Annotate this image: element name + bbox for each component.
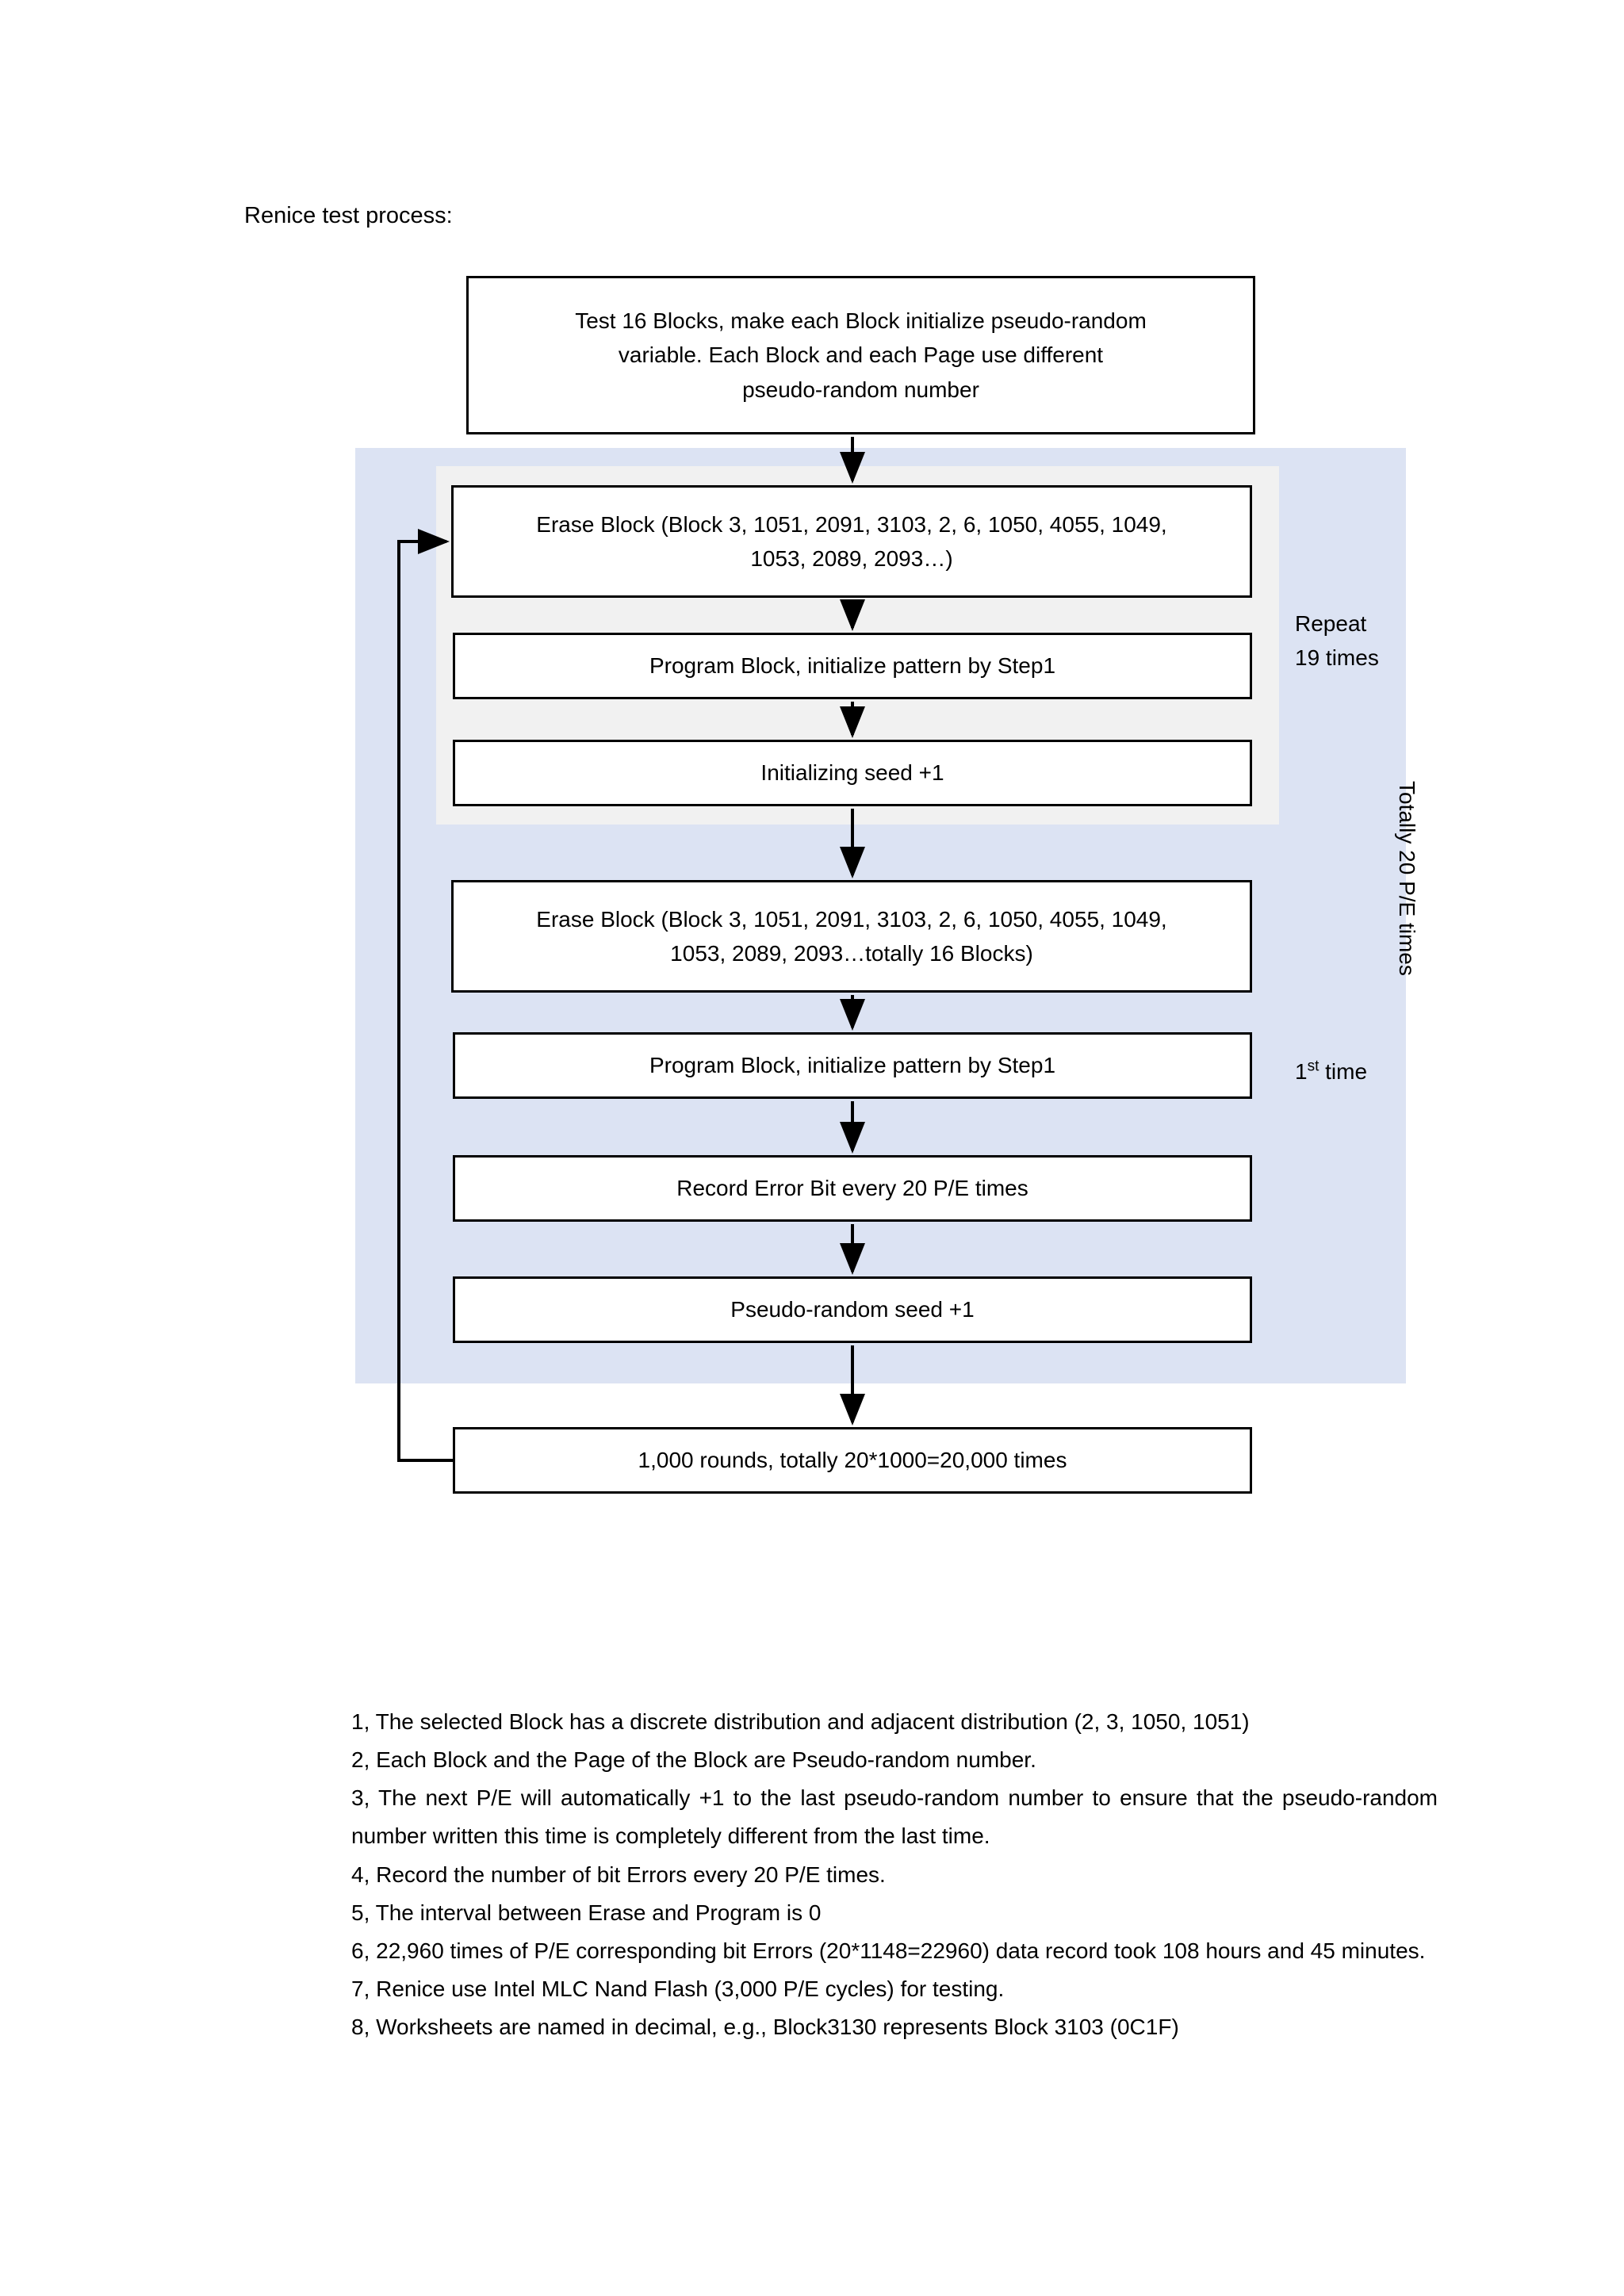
annotation-first-time-ordinal: st — [1307, 1058, 1320, 1075]
note-item: 8, Worksheets are named in decimal, e.g.… — [351, 2015, 1179, 2040]
note-item: 7, Renice use Intel MLC Nand Flash (3,00… — [351, 1976, 1005, 2002]
node-intro-line-1: Test 16 Blocks, make each Block initiali… — [575, 308, 1147, 333]
flow-node-program-block-1: Program Block, initialize pattern by Ste… — [453, 633, 1252, 699]
node-program2-label: Program Block, initialize pattern by Ste… — [649, 1053, 1056, 1078]
note-item: 2, Each Block and the Page of the Block … — [351, 1747, 1036, 1773]
annotation-totally-20-pe-times: Totally 20 P/E times — [1395, 781, 1419, 976]
note-item: 5, The interval between Erase and Progra… — [351, 1900, 822, 1925]
notes-list: 1, The selected Block has a discrete dis… — [351, 1703, 1438, 2046]
node-erase2-line-2: 1053, 2089, 2093…totally 16 Blocks) — [670, 941, 1033, 966]
note-item: 3, The next P/E will automatically +1 to… — [351, 1785, 1438, 1849]
flow-node-initializing-seed: Initializing seed +1 — [453, 740, 1252, 806]
annotation-first-time-word: time — [1325, 1059, 1368, 1084]
annotation-repeat-line-2: 19 times — [1295, 645, 1379, 671]
annotation-repeat-line-1: Repeat — [1295, 611, 1367, 636]
flow-node-erase-block-2: Erase Block (Block 3, 1051, 2091, 3103, … — [451, 880, 1252, 993]
node-program1-label: Program Block, initialize pattern by Ste… — [649, 653, 1056, 679]
note-item: 1, The selected Block has a discrete dis… — [351, 1709, 1250, 1734]
note-item: 6, 22,960 times of P/E corresponding bit… — [351, 1938, 1426, 1963]
flow-node-program-block-2: Program Block, initialize pattern by Ste… — [453, 1032, 1252, 1099]
node-erase2-line-1: Erase Block (Block 3, 1051, 2091, 3103, … — [536, 906, 1167, 932]
node-intro-line-3: pseudo-random number — [742, 377, 979, 402]
flow-node-rounds-total: 1,000 rounds, totally 20*1000=20,000 tim… — [453, 1427, 1252, 1494]
node-erase1-line-1: Erase Block (Block 3, 1051, 2091, 3103, … — [536, 511, 1167, 537]
node-seed2-label: Pseudo-random seed +1 — [730, 1297, 975, 1322]
node-erase1-line-2: 1053, 2089, 2093…) — [750, 546, 953, 571]
flow-node-record-error-bit: Record Error Bit every 20 P/E times — [453, 1155, 1252, 1222]
annotation-repeat-19-times: Repeat 19 times — [1295, 607, 1379, 675]
node-seed1-label: Initializing seed +1 — [760, 760, 944, 786]
flow-node-erase-block-1: Erase Block (Block 3, 1051, 2091, 3103, … — [451, 485, 1252, 598]
note-item: 4, Record the number of bit Errors every… — [351, 1862, 886, 1887]
flow-node-pseudo-random-seed: Pseudo-random seed +1 — [453, 1276, 1252, 1343]
annotation-first-time-number: 1 — [1295, 1059, 1308, 1084]
flow-node-intro: Test 16 Blocks, make each Block initiali… — [466, 276, 1255, 434]
node-intro-line-2: variable. Each Block and each Page use d… — [618, 342, 1104, 368]
node-rounds-label: 1,000 rounds, totally 20*1000=20,000 tim… — [638, 1448, 1067, 1473]
page-title: Renice test process: — [244, 203, 453, 228]
annotation-first-time: 1st time — [1295, 1054, 1367, 1089]
node-record-label: Record Error Bit every 20 P/E times — [676, 1176, 1028, 1201]
